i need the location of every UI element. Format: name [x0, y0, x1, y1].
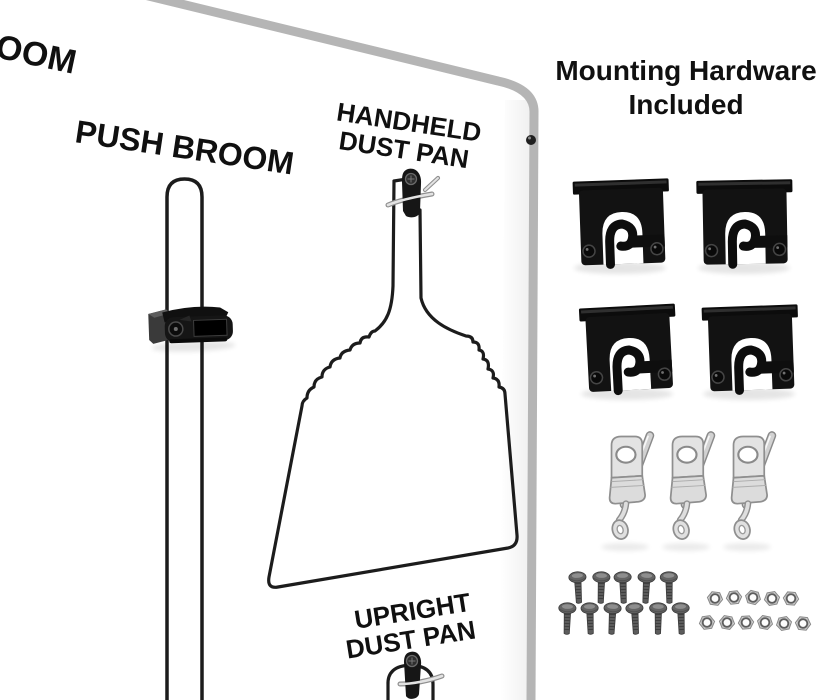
- shadow: [703, 388, 795, 400]
- clamp-bottom-lip: [169, 337, 228, 344]
- hanger-wire: [398, 674, 444, 686]
- hardware-panel: Mounting Hardware Included: [555, 55, 817, 636]
- hardware-heading-line1: Mounting Hardware: [555, 55, 816, 86]
- shadow: [698, 262, 790, 274]
- hanger-wire-tip: [424, 177, 439, 191]
- push-broom-handle-outline: [165, 177, 204, 700]
- hanger-screw-cross: [408, 657, 416, 665]
- mounting-clip: [573, 178, 672, 265]
- board-face: [0, 0, 530, 700]
- board-corner-screw: [526, 135, 536, 145]
- hanger-wire: [386, 192, 434, 207]
- board-right-inner-shade: [500, 100, 530, 700]
- mounting-clip: [579, 304, 679, 393]
- shadow: [723, 543, 771, 551]
- display-board: [0, 0, 539, 700]
- shadow: [574, 262, 666, 274]
- clamp-base-top: [148, 309, 171, 318]
- clamp-hinge-pin: [173, 327, 178, 332]
- upright-hanger-hook: [397, 651, 445, 699]
- handheld-hanger-hook: [385, 168, 441, 218]
- board-corner-screw-glint: [528, 136, 531, 140]
- clamp-lever: [179, 315, 192, 322]
- board-beveled-edge: [145, 0, 539, 700]
- hardware-heading-line2: Included: [628, 89, 743, 120]
- shadow: [662, 543, 710, 551]
- hanger-screw-cross: [407, 175, 415, 183]
- broom-holder-clamp: [148, 306, 236, 352]
- clamp-window: [193, 318, 228, 337]
- shadow: [601, 543, 649, 551]
- mounting-clip: [696, 179, 793, 265]
- mounting-clip: [702, 304, 801, 391]
- broom-handle-path: [165, 177, 204, 700]
- clamp-shadow: [151, 341, 236, 352]
